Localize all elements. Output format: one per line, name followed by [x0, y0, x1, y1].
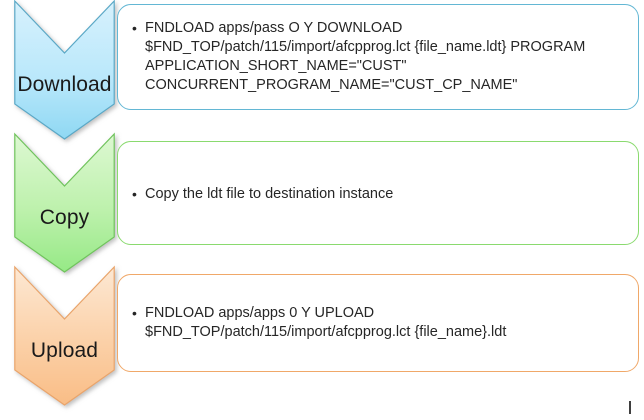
down-chevron-icon — [14, 265, 115, 406]
process-step-download: Download FNDLOAD apps/pass O Y DOWNLOAD … — [0, 0, 644, 140]
process-step-copy: Copy Copy the ldt file to destination in… — [0, 132, 644, 273]
callout-bullet: FNDLOAD apps/pass O Y DOWNLOAD $FND_TOP/… — [132, 19, 624, 95]
chevron-shape-upload[interactable]: Upload — [14, 265, 115, 406]
callout-box-copy[interactable]: Copy the ldt file to destination instanc… — [117, 141, 639, 245]
callout-list-upload: FNDLOAD apps/apps 0 Y UPLOAD $FND_TOP/pa… — [118, 304, 638, 342]
process-step-upload: Upload FNDLOAD apps/apps 0 Y UPLOAD $FND… — [0, 265, 644, 412]
down-chevron-icon — [14, 0, 115, 140]
callout-list-copy: Copy the ldt file to destination instanc… — [118, 183, 638, 204]
callout-bullet: Copy the ldt file to destination instanc… — [132, 185, 624, 204]
slide-edge-mark — [629, 401, 631, 414]
down-chevron-icon — [14, 132, 115, 273]
callout-box-download[interactable]: FNDLOAD apps/pass O Y DOWNLOAD $FND_TOP/… — [117, 4, 639, 110]
callout-bullet: FNDLOAD apps/apps 0 Y UPLOAD $FND_TOP/pa… — [132, 304, 624, 342]
callout-list-download: FNDLOAD apps/pass O Y DOWNLOAD $FND_TOP/… — [118, 19, 638, 95]
chevron-shape-copy[interactable]: Copy — [14, 132, 115, 273]
callout-box-upload[interactable]: FNDLOAD apps/apps 0 Y UPLOAD $FND_TOP/pa… — [117, 274, 639, 372]
chevron-shape-download[interactable]: Download — [14, 0, 115, 140]
